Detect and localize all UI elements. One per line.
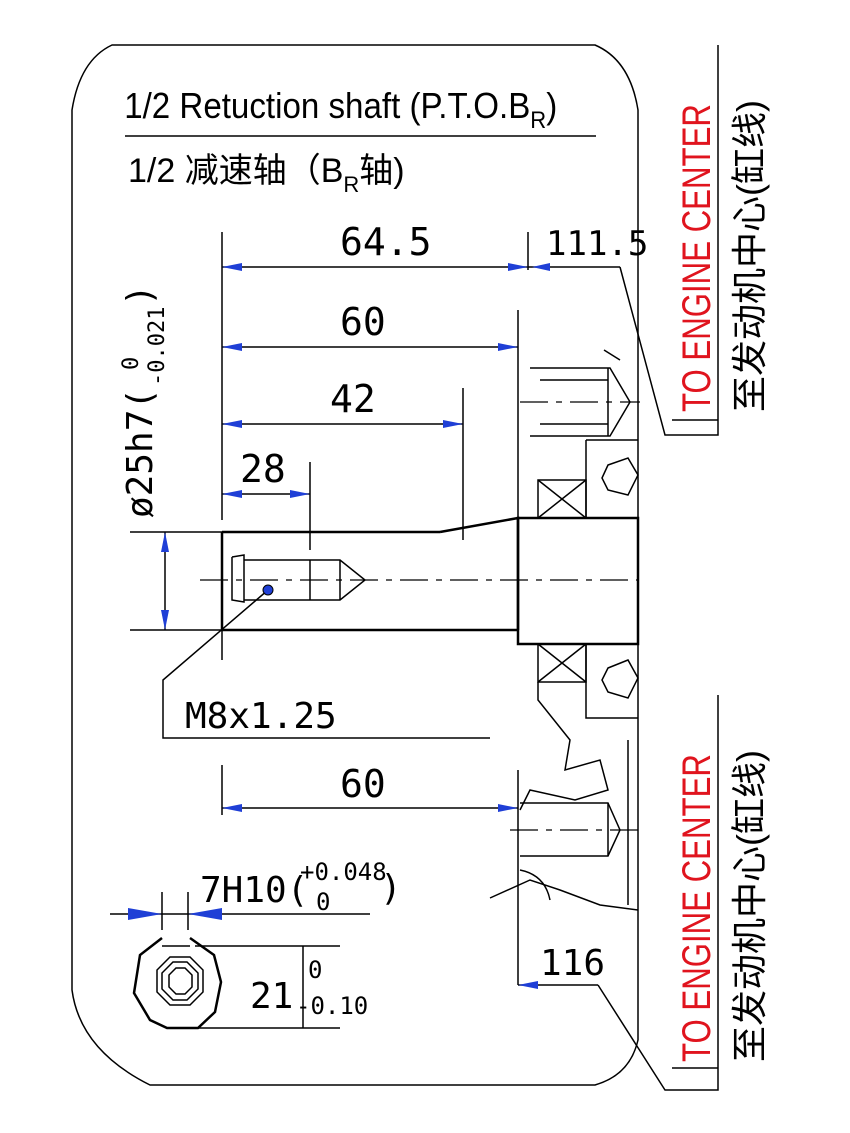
svg-text:7H10(: 7H10( — [200, 870, 308, 911]
dim-42: 42 — [330, 377, 376, 421]
svg-text:): ) — [120, 284, 161, 306]
title-english: 1/2 Retuction shaft (P.T.O.BR) — [124, 87, 557, 133]
svg-text:-0.10: -0.10 — [296, 992, 368, 1020]
drawing-border — [71, 44, 639, 1086]
shaft-side-view — [200, 349, 640, 985]
svg-text:0: 0 — [308, 956, 322, 984]
svg-text:+0.048: +0.048 — [300, 858, 387, 886]
engine-center-note-2: TO ENGINE CENTER 至发动机中心(缸线) — [674, 750, 770, 1062]
shaft-end-view — [132, 936, 223, 1030]
dim-116: 116 — [540, 943, 605, 984]
svg-text:): ) — [380, 868, 402, 909]
svg-text:21: 21 — [250, 976, 293, 1017]
thread-spec: M8x1.25 — [185, 696, 337, 737]
engine-center-note-1: TO ENGINE CENTER 至发动机中心(缸线) — [674, 100, 770, 412]
leader-lines — [162, 45, 719, 1091]
title-chinese: 1/2 减速轴（BR轴) — [128, 152, 405, 197]
svg-text:ø25h7(: ø25h7( — [120, 388, 161, 518]
dimension-lines — [130, 263, 620, 989]
svg-text:TO ENGINE CENTER: TO ENGINE CENTER — [674, 754, 719, 1062]
shaft-diameter-dim: ø25h7( 0 -0.021 ) — [119, 284, 170, 518]
svg-text:-0.021: -0.021 — [145, 307, 170, 386]
dim-60-bottom: 60 — [340, 762, 386, 806]
svg-text:0: 0 — [316, 888, 330, 916]
extension-lines — [221, 232, 529, 815]
keyway-dim: 7H10( +0.048 0 ) — [110, 858, 402, 930]
svg-text:TO ENGINE CENTER: TO ENGINE CENTER — [674, 104, 719, 412]
svg-text:至发动机中心(缸线): 至发动机中心(缸线) — [729, 100, 770, 412]
dim-28: 28 — [240, 447, 286, 491]
svg-text:0: 0 — [119, 357, 144, 370]
dim-111-5: 111.5 — [546, 224, 648, 264]
across-flats-dim: 21 0 -0.10 — [188, 945, 368, 1029]
dim-64-5: 64.5 — [340, 220, 432, 264]
dim-60-top: 60 — [340, 300, 386, 344]
svg-text:至发动机中心(缸线): 至发动机中心(缸线) — [729, 750, 770, 1062]
